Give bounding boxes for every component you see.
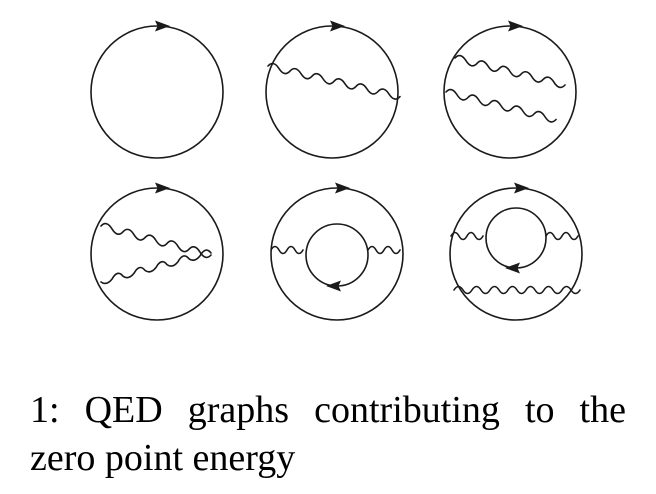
caption-word: QED	[84, 389, 163, 431]
caption-word: contributing	[314, 389, 500, 431]
photon-line	[267, 62, 401, 100]
electron-loop	[449, 187, 583, 321]
electron-loop	[265, 25, 399, 159]
caption-word: 1:	[30, 389, 60, 431]
electron-loop	[270, 187, 404, 321]
arrow-icon	[508, 20, 523, 32]
inner-electron-loop	[305, 223, 369, 287]
caption-line-1: 1: QED graphs contributing to the	[30, 386, 626, 434]
arrow-icon	[514, 182, 529, 194]
caption-line-2: zero point energy	[30, 437, 296, 479]
photon-line	[445, 88, 557, 123]
arrow-icon	[155, 182, 170, 194]
caption-word: to	[524, 389, 555, 431]
arrow-icon	[155, 20, 170, 32]
caption-word: the	[579, 389, 626, 431]
photon-line	[100, 249, 212, 285]
electron-loop	[443, 25, 577, 159]
photon-line	[100, 222, 212, 259]
caption-word: graphs	[187, 389, 290, 431]
figure-caption: 1: QED graphs contributing to the zero p…	[30, 386, 626, 482]
photon-line	[450, 231, 484, 241]
photon-line	[454, 54, 566, 89]
diagram-free-loop	[90, 20, 224, 159]
electron-loop	[90, 187, 224, 321]
photon-line	[545, 231, 579, 241]
inner-electron-loop	[485, 207, 547, 269]
diagram-two-crossed-photons	[90, 182, 224, 321]
photon-line	[453, 285, 581, 295]
arrow-icon	[326, 280, 341, 292]
photon-line	[270, 245, 304, 255]
arrow-icon	[505, 262, 520, 274]
diagram-two-parallel-photons	[443, 20, 577, 159]
electron-loop	[90, 25, 224, 159]
photon-line	[367, 245, 401, 255]
arrow-icon	[330, 20, 345, 32]
diagram-light-by-light-type	[449, 182, 583, 321]
feynman-diagrams	[90, 20, 583, 321]
diagram-one-photon-self-energy	[265, 20, 401, 159]
diagram-vacuum-polarization-insertion	[270, 182, 404, 321]
arrow-icon	[335, 182, 350, 194]
